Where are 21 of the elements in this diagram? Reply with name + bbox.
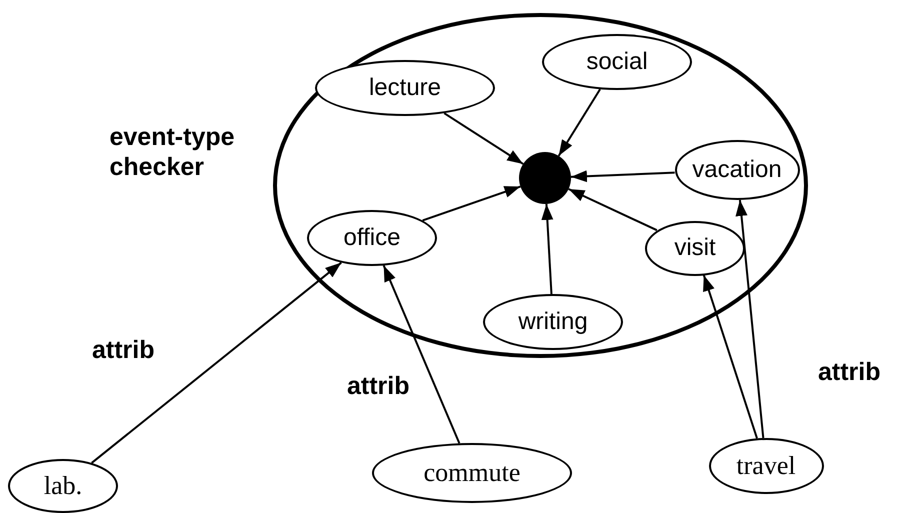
arrow [702, 274, 758, 439]
node-label: vacation [692, 156, 782, 184]
node-label: travel [736, 451, 796, 481]
node-label: lecture [368, 74, 442, 102]
checker-heading: event-type checker [110, 122, 236, 182]
arrow [570, 170, 675, 182]
node-label: lab. [44, 471, 82, 501]
node-label: visit [674, 234, 716, 262]
arrow [736, 200, 764, 438]
arrow [382, 265, 460, 444]
node-label: commute [424, 458, 520, 488]
arrow [568, 188, 658, 232]
arrow [91, 262, 342, 464]
arrow [444, 112, 524, 165]
node-label: office [344, 224, 400, 252]
node-label: writing [518, 308, 588, 336]
arrow [422, 186, 521, 222]
arrow [541, 204, 554, 294]
target-dot [519, 152, 571, 204]
arrow [558, 88, 601, 156]
node-label: social [586, 48, 648, 76]
